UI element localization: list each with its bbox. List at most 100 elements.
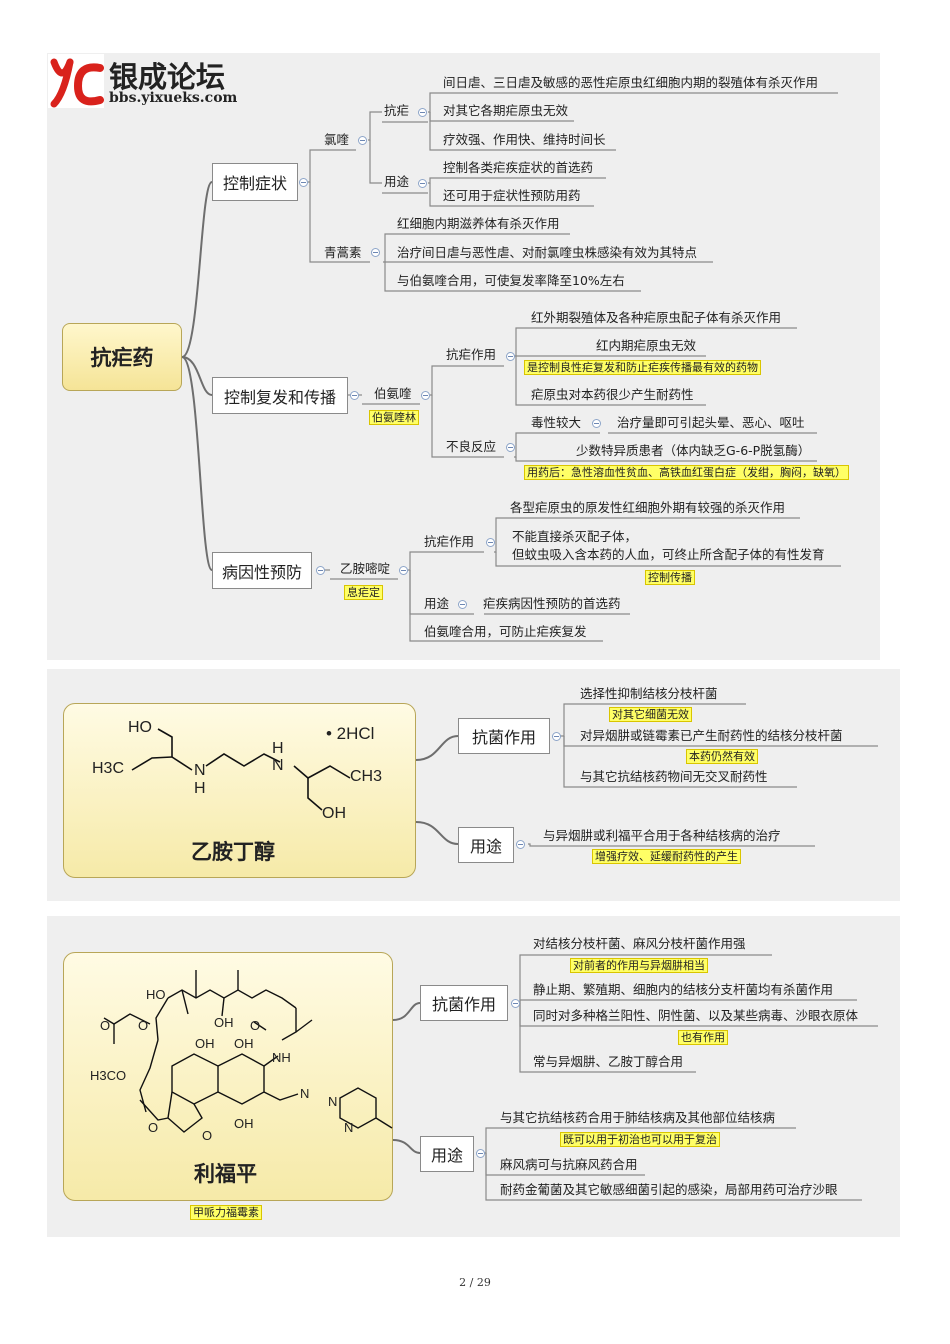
rifampicin-antibacterial-item-4: 常与异烟肼、乙胺丁醇合用: [533, 1054, 684, 1069]
pyrimethamine-alias-tag: 息疟定: [344, 585, 383, 600]
primaquine-action-note: 是控制良性疟复发和防止疟疾传播最有效的药物: [524, 360, 761, 375]
ethambutol-atom-ho: HO: [128, 719, 152, 736]
node-pyrimethamine: 乙胺嘧啶: [340, 561, 391, 576]
ethambutol-use-item: 与异烟肼或利福平合用于各种结核病的治疗: [543, 828, 781, 843]
pyrimethamine-action-item-2a: 不能直接杀灭配子体，: [512, 529, 638, 544]
collapse-icon[interactable]: [511, 999, 520, 1008]
rifampicin-atom-n-pip1: N: [328, 1094, 338, 1109]
ethambutol-branch-use: 用途: [458, 827, 514, 863]
rifampicin-name: 利福平: [194, 1162, 257, 1186]
logo-url: bbs.yixueks.com: [109, 90, 238, 106]
primaquine-toxicity-detail: 治疗量即可引起头晕、恶心、呕吐: [617, 415, 805, 430]
ethambutol-atom-h1: H: [194, 780, 206, 797]
rifampicin-antibacterial-note-1: 对前者的作用与异烟肼相当: [570, 958, 708, 973]
chloroquine-antimalarial-item-1: 间日虐、三日虐及敏感的恶性疟原虫红细胞内期的裂殖体有杀灭作用: [443, 75, 819, 90]
chloroquine-antimalarial-item-2: 对其它各期疟原虫无效: [443, 103, 569, 118]
collapse-icon[interactable]: [552, 732, 561, 741]
collapse-icon[interactable]: [506, 352, 515, 361]
primaquine-action-item-1: 红外期裂殖体及各种疟原虫配子体有杀灭作用: [531, 310, 782, 325]
ethambutol-card: [63, 703, 416, 878]
primaquine-toxicity: 毒性较大: [531, 415, 582, 430]
collapse-icon[interactable]: [399, 566, 408, 575]
rifampicin-atom-o-ring: O: [148, 1120, 159, 1135]
ethambutol-atom-ch3: CH3: [350, 768, 383, 785]
collapse-icon[interactable]: [418, 179, 427, 188]
collapse-icon[interactable]: [516, 840, 525, 849]
collapse-icon[interactable]: [316, 566, 325, 575]
primaquine-special: 少数特异质患者（体内缺乏G-6-P脱氢酶）: [576, 443, 811, 458]
pyrimethamine-action-note: 控制传播: [645, 570, 695, 585]
primaquine-action-item-3: 疟原虫对本药很少产生耐药性: [531, 387, 694, 402]
collapse-icon[interactable]: [486, 538, 495, 547]
rifampicin-antibacterial-item-3: 同时对多种格兰阳性、阴性菌、以及某些病毒、沙眼衣原体: [533, 1008, 859, 1023]
collapse-icon[interactable]: [421, 391, 430, 400]
ethambutol-antibacterial-note-1: 对其它细菌无效: [609, 707, 692, 722]
rifampicin-atom-o-ketone: O: [202, 1128, 213, 1143]
node-chloroquine-use: 用途: [384, 174, 410, 189]
ethambutol-branch-antibacterial: 抗菌作用: [458, 718, 550, 754]
collapse-icon[interactable]: [458, 600, 467, 609]
chloroquine-use-item-2: 还可用于症状性预防用药: [443, 188, 581, 203]
rifampicin-atom-ho-top: HO: [146, 987, 166, 1002]
node-antimalarial: 抗疟: [384, 103, 410, 118]
pyrimethamine-use-item: 疟疾病因性预防的首选药: [483, 596, 621, 611]
ethambutol-antibacterial-note-2: 本药仍然有效: [686, 749, 758, 764]
rifampicin-use-item-3: 耐药金葡菌及其它敏感细菌引起的感染，局部用药可治疗沙眼: [500, 1182, 838, 1197]
rifampicin-use-item-2: 麻风病可与抗麻风药合用: [500, 1157, 638, 1172]
rifampicin-alias-tag: 甲哌力福霉素: [190, 1205, 262, 1220]
ethambutol-antibacterial-item-1: 选择性抑制结核分枝杆菌: [580, 686, 718, 701]
rifampicin-use-note-1: 既可以用于初治也可以用于复治: [560, 1132, 720, 1147]
collapse-icon[interactable]: [476, 1149, 485, 1158]
rifampicin-atom-oh3: OH: [234, 1116, 254, 1131]
node-pyrimethamine-use: 用途: [424, 596, 450, 611]
ethambutol-atom-n1: N: [194, 762, 206, 779]
branch-causal-prevention: 病因性预防: [212, 552, 312, 589]
rifampicin-atom-h3co: H3CO: [90, 1068, 127, 1083]
ethambutol-antibacterial-item-3: 与其它抗结核药物间无交叉耐药性: [580, 769, 768, 784]
rifampicin-atom-oh2: OH: [234, 1036, 254, 1051]
collapse-icon[interactable]: [350, 391, 359, 400]
logo-title: 银成论坛: [109, 60, 226, 94]
node-primaquine: 伯氨喹: [374, 386, 412, 401]
collapse-icon[interactable]: [506, 443, 515, 452]
chloroquine-antimalarial-item-3: 疗效强、作用快、维持时间长: [443, 132, 606, 147]
ethambutol-use-note: 增强疗效、延缓耐药性的产生: [592, 849, 741, 864]
rifampicin-atom-n-pip2: N: [344, 1120, 354, 1135]
rifampicin-atom-oh1: OH: [195, 1036, 215, 1051]
artemisinin-item-1: 红细胞内期滋养体有杀灭作用: [397, 216, 560, 231]
rifampicin-antibacterial-item-1: 对结核分枝杆菌、麻风分枝杆菌作用强: [533, 936, 746, 951]
ethambutol-name: 乙胺丁醇: [191, 840, 275, 864]
rifampicin-atom-oh-mid: OH: [214, 1015, 234, 1030]
node-chloroquine: 氯喹: [324, 132, 350, 147]
collapse-icon[interactable]: [299, 178, 308, 187]
pyrimethamine-action-item-1: 各型疟原虫的原发性红细胞外期有较强的杀灭作用: [510, 500, 786, 515]
primaquine-alias-tag: 伯氨喹林: [369, 410, 419, 425]
pyrimethamine-action-item-2b: 但蚊虫吸入含本药的人血，可终止所含配子体的有性发育: [512, 547, 825, 562]
rifampicin-atom-nh: NH: [272, 1050, 291, 1065]
rifampicin-atom-o-amide: O: [250, 1018, 261, 1033]
pyrimethamine-combo: 伯氨喹合用，可防止疟疾复发: [424, 624, 587, 639]
artemisinin-item-2: 治疗间日虐与恶性虐、对耐氯喹虫株感染有效为其特点: [397, 245, 698, 260]
collapse-icon[interactable]: [592, 419, 601, 428]
root-label: 抗疟药: [90, 346, 154, 370]
rifampicin-antibacterial-note-3: 也有作用: [678, 1030, 728, 1045]
page-number: 2 / 29: [459, 1276, 491, 1289]
rifampicin-use-item-1: 与其它抗结核药合用于肺结核病及其他部位结核病: [500, 1110, 776, 1125]
collapse-icon[interactable]: [418, 108, 427, 117]
ethambutol-atom-n2: N: [272, 757, 284, 774]
branch-control-symptoms: 控制症状: [212, 163, 298, 201]
rifampicin-atom-o-ester: O: [138, 1018, 149, 1033]
logo-icon: [48, 54, 104, 108]
rifampicin-atom-o-acetyl: O: [100, 1018, 111, 1033]
rifampicin-branch-use: 用途: [420, 1136, 474, 1172]
mindmap-panel-antimalarial: [47, 53, 880, 660]
rifampicin-branch-antibacterial: 抗菌作用: [420, 985, 508, 1021]
collapse-icon[interactable]: [358, 136, 367, 145]
node-primaquine-adverse: 不良反应: [446, 439, 497, 454]
branch-control-relapse: 控制复发和传播: [212, 377, 348, 414]
collapse-icon[interactable]: [371, 248, 380, 257]
